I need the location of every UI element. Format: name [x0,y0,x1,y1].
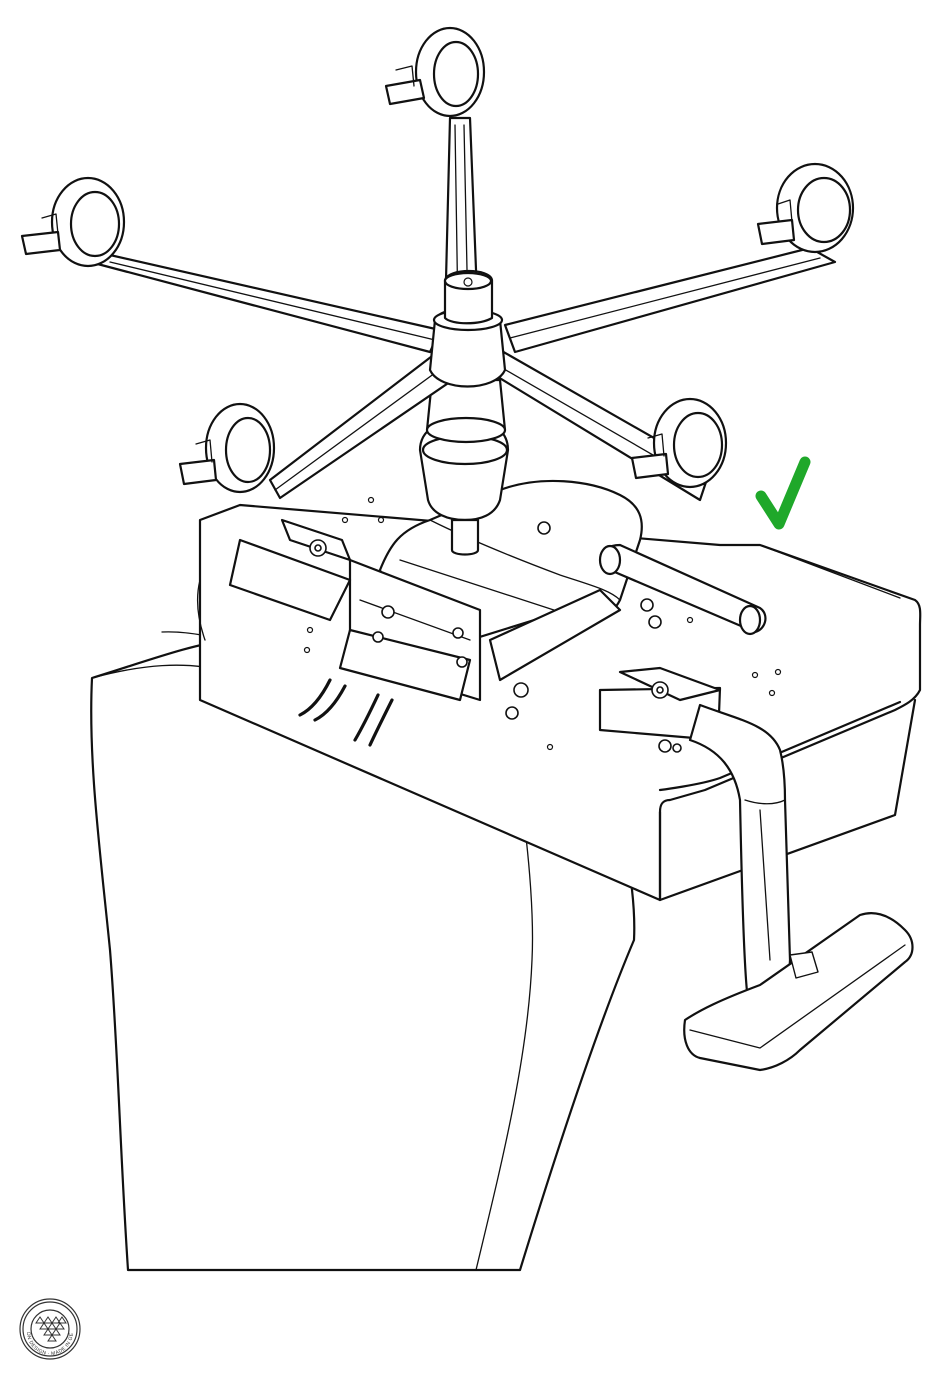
caster-top [386,28,484,116]
caster-right-upper [758,164,853,252]
checkmark-icon [761,462,805,524]
brand-seal-icon: SAMAYON DESIGN · MADE IN GERMANY [20,1299,80,1359]
caster-left-upper [22,178,124,266]
caster-left-lower [180,404,274,492]
